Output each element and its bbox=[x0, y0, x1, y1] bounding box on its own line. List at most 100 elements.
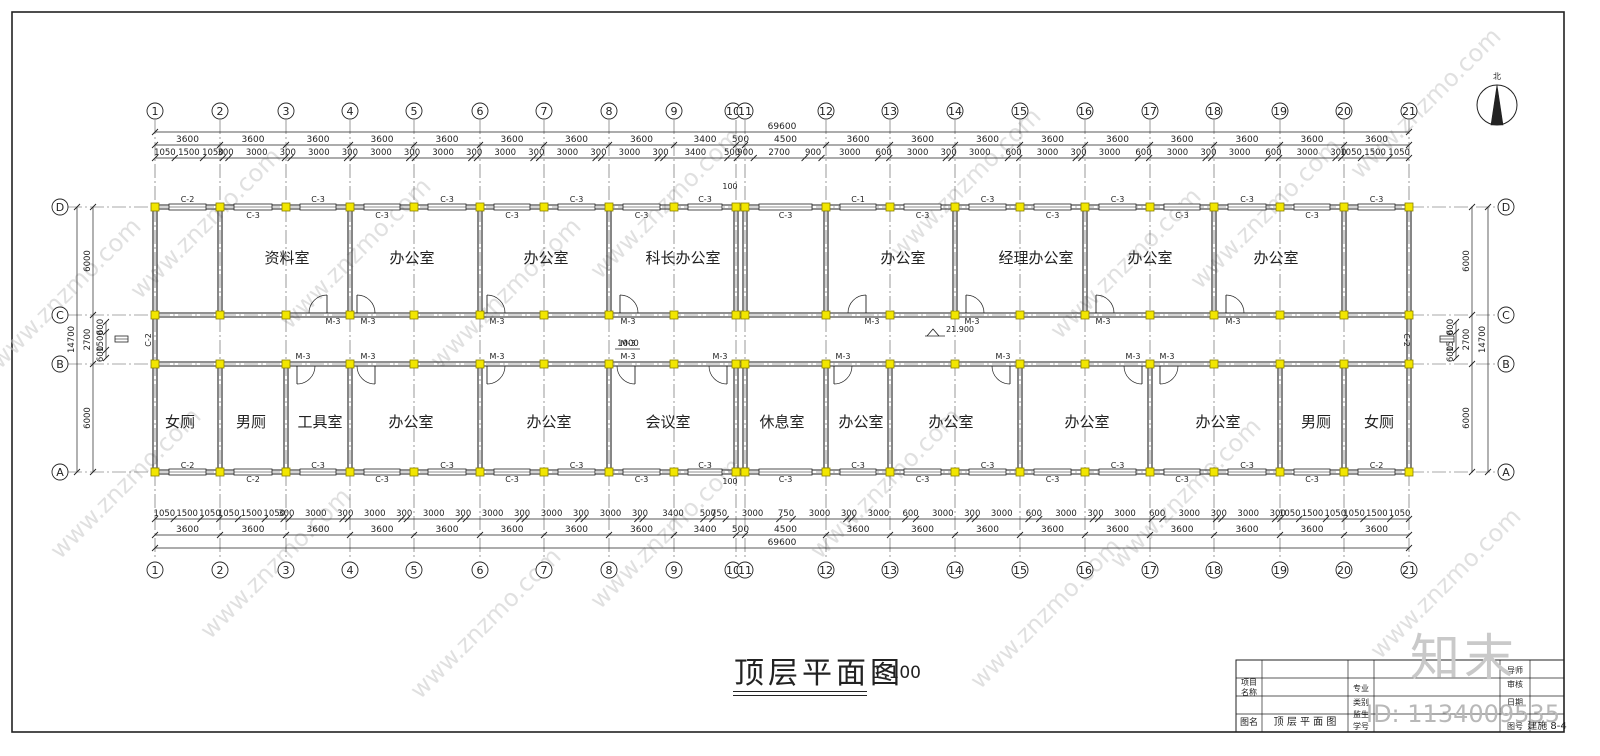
axis-bubble-A-right bbox=[1497, 463, 1515, 481]
door-north-5-arc bbox=[965, 294, 985, 314]
dim-left-rows-label-1: 2700 bbox=[83, 329, 93, 351]
axis-bubble-A-left bbox=[51, 463, 69, 481]
window-tag-south-5: C-3 bbox=[505, 475, 519, 484]
window-tag-south-2: C-3 bbox=[311, 461, 325, 470]
column-A-17 bbox=[1145, 467, 1155, 477]
column-C-6 bbox=[475, 310, 485, 320]
dim-spans-top-tick-3 bbox=[346, 141, 354, 149]
dim-detail-bottom-tick-21 bbox=[709, 515, 716, 523]
dim-detail-bottom-tick-27 bbox=[901, 515, 909, 523]
dim-detail-bottom-tick-23 bbox=[776, 515, 783, 523]
column-B-19 bbox=[1275, 359, 1285, 369]
column-B-6 bbox=[475, 359, 485, 369]
dim-detail-bottom-tick-22 bbox=[722, 515, 730, 523]
title-block: 项目名称图名顶 层 平 面 图专业类别监生学号导师审核日期图号建施 8-4 bbox=[1235, 659, 1567, 733]
window-tag-north-18: C-3 bbox=[1370, 195, 1384, 204]
dim-detail-top-label-27: 3000 bbox=[969, 148, 991, 158]
dim-detail-top-label-41: 1050 bbox=[1388, 148, 1410, 158]
column-B-21 bbox=[1404, 359, 1414, 369]
column-B-12 bbox=[821, 359, 831, 369]
window-tag-east: C-2 bbox=[1402, 333, 1411, 347]
column-A-5 bbox=[409, 467, 419, 477]
dim-spans-bottom-tick-5 bbox=[476, 531, 484, 539]
window-tag-south-18: C-2 bbox=[1370, 461, 1384, 470]
dim-left-corridor-tick-2 bbox=[102, 346, 110, 354]
dim-detail-top-label-23: 3000 bbox=[839, 148, 861, 158]
dim-spans-top-label-10: 4500 bbox=[774, 135, 797, 145]
dim-spans-top-label-9: 500 bbox=[732, 135, 749, 145]
room-label-north-0: 资料室 bbox=[264, 249, 309, 267]
column-B-10 bbox=[731, 359, 741, 369]
axis-label-11-bottom: 11 bbox=[738, 564, 752, 577]
dim-detail-bottom-label-13: 3000 bbox=[482, 509, 504, 519]
dim-detail-top-tick-9 bbox=[405, 154, 413, 162]
dim-spans-bottom-tick-19 bbox=[1340, 531, 1348, 539]
dim-left-rows-tick-3 bbox=[89, 468, 97, 476]
dim-detail-bottom-label-4: 1500 bbox=[241, 509, 263, 519]
dim-detail-bottom-tick-39 bbox=[1271, 515, 1279, 523]
dim-detail-bottom-tick-25 bbox=[842, 515, 850, 523]
dim-spans-bottom-label-1: 3600 bbox=[242, 525, 265, 535]
dim-detail-top-tick-1 bbox=[171, 154, 179, 162]
window-tag-north-11: C-3 bbox=[916, 211, 930, 220]
axis-bubble-4-top bbox=[341, 102, 359, 120]
dim-detail-bottom-label-22: 3000 bbox=[742, 509, 764, 519]
dim-detail-top-label-20: 900 bbox=[737, 148, 753, 158]
dim-detail-top-label-0: 1050 bbox=[154, 148, 176, 158]
dim-spans-bottom-tick-18 bbox=[1276, 531, 1284, 539]
dim-detail-bottom-tick-37 bbox=[1212, 515, 1220, 523]
dim-spans-bottom-label-10: 4500 bbox=[774, 525, 797, 535]
dim-detail-top-tick-20 bbox=[733, 154, 741, 162]
axis-bubble-11-top bbox=[736, 102, 754, 120]
watermark-text-1: www.znzmo.com bbox=[124, 142, 286, 304]
axis-label-B-left: B bbox=[56, 358, 64, 371]
window-tag-north-7: C-3 bbox=[635, 211, 649, 220]
column-A-14 bbox=[950, 467, 960, 477]
dim-right-corridor-label-2: 600 bbox=[1446, 346, 1456, 362]
axis-label-2-top: 2 bbox=[217, 105, 224, 118]
dim-detail-top-label-32: 600 bbox=[1135, 148, 1151, 158]
title-underline bbox=[733, 691, 867, 692]
dim-detail-bottom-tick-24 bbox=[789, 515, 797, 523]
watermark-logo: 知末 bbox=[1410, 629, 1518, 687]
dim-detail-bottom-label-41: 1500 bbox=[1302, 509, 1324, 519]
window-tag-north-4: C-3 bbox=[440, 195, 454, 204]
axis-bubble-12-bottom bbox=[817, 561, 835, 579]
door-north-2-arc bbox=[486, 294, 506, 314]
axis-bubble-20-top bbox=[1335, 102, 1353, 120]
window-tag-north-5: C-3 bbox=[505, 211, 519, 220]
dim-detail-bottom-label-38: 3000 bbox=[1237, 509, 1259, 519]
column-D-17 bbox=[1145, 202, 1155, 212]
window-tag-north-1: C-3 bbox=[246, 211, 260, 220]
window-tag-south-14: C-3 bbox=[1111, 461, 1125, 470]
dim-detail-top-label-26: 300 bbox=[941, 148, 957, 158]
dim-detail-top-label-10: 3000 bbox=[432, 148, 454, 158]
dim-left-rows-tick-0 bbox=[89, 203, 97, 211]
tb-field-left-2: 监生 bbox=[1353, 709, 1369, 719]
dim-detail-bottom-label-28: 3000 bbox=[932, 509, 954, 519]
door-tag-north-4: M-3 bbox=[865, 317, 880, 326]
dim-detail-bottom-tick-11 bbox=[403, 515, 411, 523]
window-tag-north-14: C-3 bbox=[1111, 195, 1125, 204]
dim-detail-bottom-label-8: 300 bbox=[337, 509, 353, 519]
dim-spans-bottom-tick-3 bbox=[346, 531, 354, 539]
column-A-20 bbox=[1339, 467, 1349, 477]
room-labels: 资料室办公室办公室科长办公室办公室经理办公室办公室办公室女厕男厕工具室办公室办公… bbox=[165, 249, 1394, 431]
dim-detail-top-tick-30 bbox=[1072, 154, 1080, 162]
dim-spans-top-label-17: 3600 bbox=[1236, 135, 1259, 145]
axis-label-6-bottom: 6 bbox=[477, 564, 484, 577]
axis-label-18-top: 18 bbox=[1207, 105, 1221, 118]
north-needle bbox=[1490, 84, 1504, 126]
dim-detail-top-tick-28 bbox=[1004, 154, 1012, 162]
column-B-1 bbox=[150, 359, 160, 369]
door-tag-south-8: M-3 bbox=[1160, 352, 1175, 361]
column-A-8 bbox=[604, 467, 614, 477]
dim-detail-top-label-5: 300 bbox=[280, 148, 296, 158]
north-label: 北 bbox=[1493, 72, 1501, 81]
axis-label-8-bottom: 8 bbox=[606, 564, 613, 577]
column-D-5 bbox=[409, 202, 419, 212]
dim-detail-bottom-tick-32 bbox=[1035, 515, 1043, 523]
axis-bubble-17-bottom bbox=[1141, 561, 1159, 579]
axis-label-15-bottom: 15 bbox=[1013, 564, 1027, 577]
